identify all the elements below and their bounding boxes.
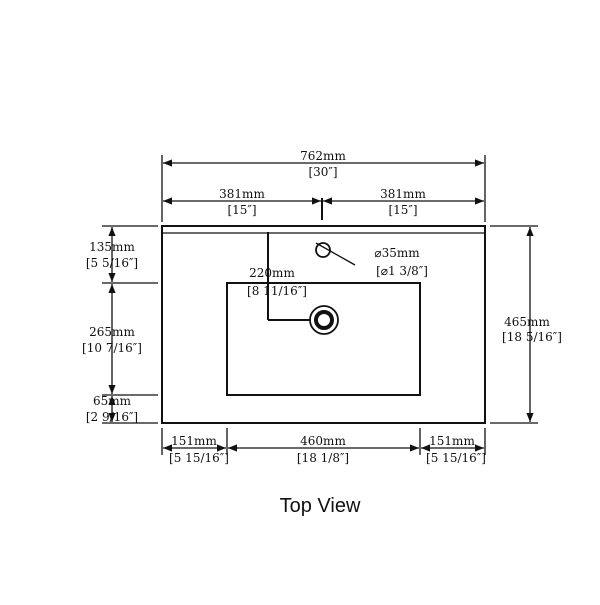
drain-offset-mm: 220mm [249,266,295,280]
view-title: Top View [280,495,361,517]
drain-offset-in: [8 11/16″] [247,284,307,298]
bowl-width-in: [18 1/8″] [297,451,349,465]
faucet-hole-mm: ⌀35mm [374,246,420,260]
bowl-outline [226,282,421,396]
right-margin-in: [5 15/16″] [426,451,486,465]
bowl-depth-in: [10 7/16″] [82,341,142,355]
front-to-bowl-mm: 65mm [93,394,132,408]
left-margin-mm: 151mm [171,434,217,448]
right-margin-mm: 151mm [429,434,475,448]
faucet-hole-icon [315,242,331,258]
overall-width-mm: 762mm [300,149,346,163]
back-to-bowl-in: [5 5/16″] [86,256,138,270]
bowl-depth-mm: 265mm [89,325,135,339]
half-right-in: [15″] [388,203,417,217]
front-to-bowl-in: [2 9/16″] [86,410,138,424]
overall-depth-in: [18 5/16″] [502,330,562,344]
countertop-outline [161,225,486,424]
half-left-mm: 381mm [219,187,265,201]
back-to-bowl-mm: 135mm [89,240,135,254]
overall-width-in: [30″] [308,165,337,179]
bowl-width-mm: 460mm [300,434,346,448]
faucet-leader-line [315,242,356,266]
half-right-mm: 381mm [380,187,426,201]
left-margin-in: [5 15/16″] [169,451,229,465]
overall-depth-mm: 465mm [504,315,550,329]
faucet-hole-in: [⌀1 3/8″] [376,264,428,278]
half-left-in: [15″] [227,203,256,217]
drain-icon [309,305,339,335]
